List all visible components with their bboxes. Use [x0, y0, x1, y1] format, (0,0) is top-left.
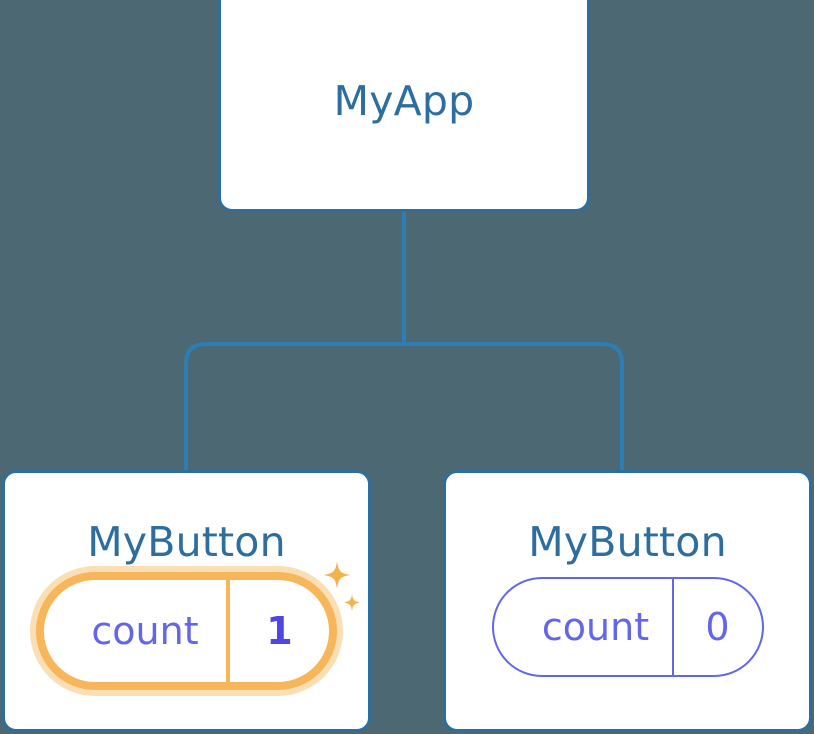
state-pill-left-wrapper: count 1	[5, 566, 368, 696]
node-mybutton-left-title: MyButton	[87, 518, 286, 566]
node-myapp-title: MyApp	[333, 77, 475, 125]
node-mybutton-right-title: MyButton	[528, 518, 727, 566]
state-pill-right[interactable]: count 0	[491, 577, 764, 677]
state-key-left: count	[91, 609, 199, 653]
node-myapp[interactable]: MyApp	[218, 0, 590, 212]
state-pill-right-wrapper: count 0	[446, 577, 809, 677]
node-mybutton-left[interactable]: MyButton count 1	[2, 470, 371, 732]
connector-to-left-child	[184, 342, 404, 472]
state-pill-left-glow: count 1	[30, 566, 343, 696]
state-pill-left[interactable]: count 1	[36, 572, 337, 690]
state-key-right: count	[541, 605, 650, 649]
connector-to-right-child	[404, 342, 624, 472]
state-value-right: 0	[671, 579, 762, 675]
node-mybutton-right[interactable]: MyButton count 0	[443, 470, 812, 732]
state-value-left: 1	[226, 580, 329, 682]
